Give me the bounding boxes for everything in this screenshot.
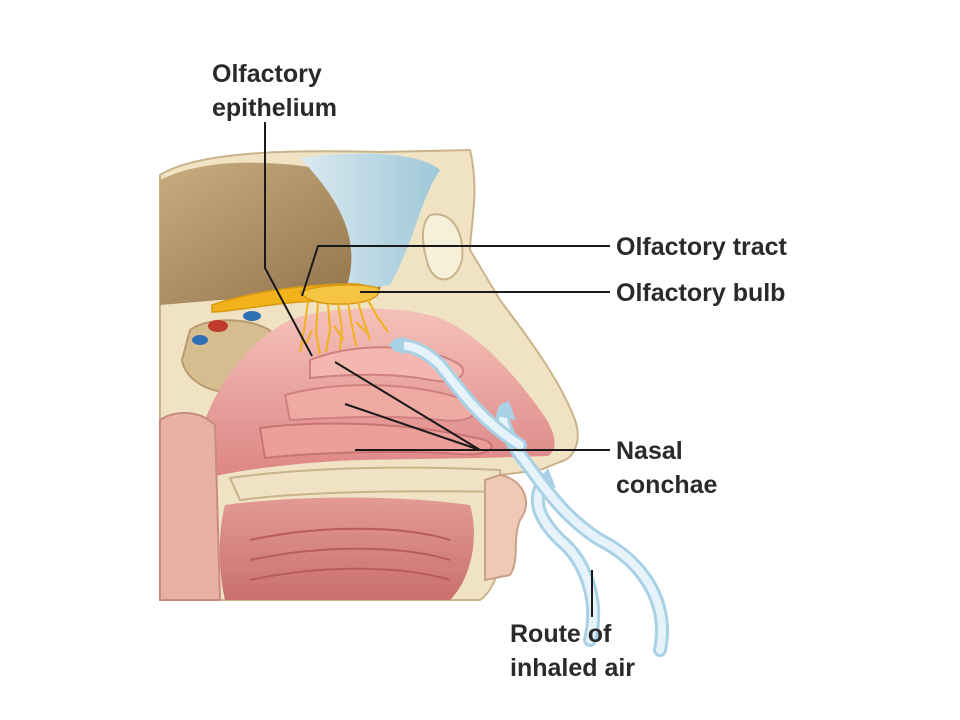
leader-tract (301, 245, 610, 297)
olfactory-bulb-label: Olfactory bulb (616, 279, 786, 307)
route-of-inhaled-air-label: Route of inhaled air (510, 617, 635, 685)
artery-dot (208, 320, 228, 332)
nasal-conchae-label-line1: Nasal (616, 437, 683, 465)
leader-epithelium (264, 122, 313, 357)
leader-lines (264, 122, 610, 617)
middle-concha (283, 384, 477, 422)
olfactory-epithelium-label-line2: epithelium (212, 94, 338, 122)
tongue-ridge-2 (249, 547, 451, 561)
vein-dot-2 (192, 335, 208, 345)
upper-lip (484, 473, 527, 582)
vein-dot (243, 311, 261, 321)
tongue-ridge-3 (249, 567, 451, 581)
leader-conchae-2 (344, 403, 481, 451)
tongue-ridge (249, 527, 451, 541)
frontal-sinus (300, 153, 440, 292)
nasal-conchae-label: Nasal conchae (616, 434, 717, 502)
nasal-conchae-label-line2: conchae (616, 471, 718, 499)
olfactory-epithelium-label-line1: Olfactory (212, 60, 322, 88)
olfactory-epithelium-label: Olfactory epithelium (212, 57, 337, 125)
route-label-line1: Route of (510, 620, 612, 648)
olfactory-bulb-shape (298, 284, 380, 305)
route-label-line2: inhaled air (510, 654, 636, 682)
olfactory-tract-label: Olfactory tract (616, 233, 787, 261)
brain-region (160, 162, 385, 305)
pharynx-wall (159, 412, 222, 601)
olfactory-nerve-fibers (299, 299, 389, 356)
